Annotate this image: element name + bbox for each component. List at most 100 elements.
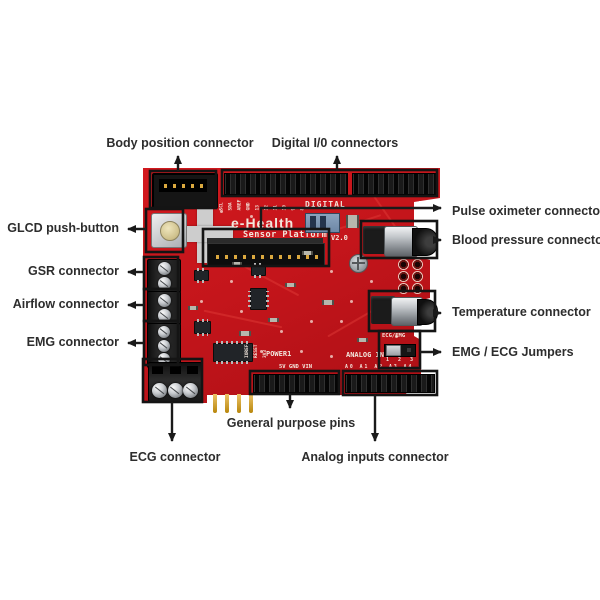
terminal-screw [183, 383, 199, 398]
button-cap [160, 221, 180, 241]
through-hole [412, 271, 423, 282]
smd-component [239, 331, 251, 336]
via [200, 300, 203, 303]
label-emg-connector: EMG connector [26, 335, 119, 349]
digital-header-left [224, 173, 348, 195]
silkscreen-brand: e-Health [231, 215, 295, 231]
terminal-screw [158, 339, 170, 352]
through-hole [412, 259, 423, 270]
terminal-screw [157, 294, 171, 307]
silkscreen-power: POWER1 [266, 350, 292, 358]
silkscreen-power-pins: 5V GND VIN [279, 364, 313, 370]
label-pulse-oximeter-connector: Pulse oximeter connector [452, 204, 600, 218]
silkscreen-jumper: ECG/EMG [382, 333, 406, 339]
via [310, 320, 313, 323]
terminal-screw [157, 309, 171, 322]
emg-ecg-jumper-header [384, 344, 416, 357]
terminal-screw [158, 325, 170, 338]
via [250, 215, 253, 218]
via [220, 210, 223, 213]
jumper-cap [386, 345, 401, 356]
via [340, 320, 343, 323]
digital-header-right [352, 173, 438, 195]
via [230, 280, 233, 283]
smd-component [322, 300, 334, 305]
silkscreen-jumper-numbers: 1 2 3 [386, 357, 417, 363]
weee-bin-icon [419, 201, 428, 213]
silkscreen-icons: ⚠ [419, 201, 439, 213]
soic-ic [194, 319, 211, 336]
label-gsr-connector: GSR connector [28, 264, 119, 278]
dcdc-module [305, 213, 340, 233]
sot-ic [194, 268, 209, 283]
silkscreen-analog-pins: A0 A1 A2 A3 A4 A5 [345, 365, 429, 370]
power-pin-label: 3V3 [263, 349, 268, 358]
terminal-screw [151, 383, 167, 398]
label-emg-ecg-jumpers: EMG / ECG Jumpers [452, 345, 574, 359]
glcd-push-button [151, 213, 187, 248]
gold-pin [225, 394, 229, 413]
label-digital-io-connectors: Digital I/0 connectors [271, 136, 399, 150]
pulse-oximeter-connector [207, 243, 325, 267]
gold-pin [213, 394, 217, 413]
via [350, 300, 353, 303]
label-airflow-connector: Airflow connector [12, 297, 119, 311]
via [280, 330, 283, 333]
terminal-screw [157, 277, 171, 290]
trimmer-pot [349, 254, 368, 273]
silkscreen-version: V2.0 [331, 234, 348, 242]
smd-component [268, 318, 279, 322]
label-general-purpose-pins: General purpose pins [226, 416, 356, 430]
through-hole [398, 283, 409, 294]
label-glcd-push-button: GLCD push-button [7, 221, 119, 235]
module-band [310, 216, 316, 230]
trimmer-slot [352, 262, 365, 264]
silkscreen-line [355, 207, 383, 209]
body-position-connector [152, 173, 218, 209]
label-analog-inputs-connector: Analog inputs connector [301, 450, 449, 464]
resistor-array [251, 263, 266, 278]
terminal-screw [167, 383, 183, 398]
label-body-position-connector: Body position connector [106, 136, 254, 150]
smd-capacitor [346, 215, 359, 228]
connector-pins [161, 184, 206, 188]
label-blood-pressure-connector: Blood pressure connector [452, 233, 600, 247]
connector-pins [213, 255, 319, 259]
label-ecg-connector: ECG connector [129, 450, 221, 464]
via [240, 310, 243, 313]
gsr-connector [147, 259, 181, 293]
airflow-connector [147, 291, 181, 325]
terminal-opening [169, 366, 181, 374]
smd-component [285, 283, 296, 287]
terminal-opening [152, 366, 163, 374]
smd-component [188, 306, 198, 310]
smd-component [232, 262, 242, 266]
via [330, 270, 333, 273]
via [260, 350, 263, 353]
smd-component [302, 251, 313, 255]
blood-pressure-jack-barrel [412, 228, 438, 256]
power-header [253, 374, 339, 393]
smd-component [357, 338, 368, 342]
temperature-jack-barrel [417, 299, 438, 325]
terminal-opening [187, 366, 198, 374]
through-hole [412, 283, 423, 294]
jumper-pin [407, 348, 411, 352]
silkscreen-digital: DIGITAL [305, 200, 346, 209]
gold-pin [237, 394, 241, 413]
via [300, 350, 303, 353]
silkscreen-analog: ANALOG IN [346, 351, 384, 359]
soic-ic [248, 288, 269, 310]
module-band [320, 216, 326, 230]
gold-pin [249, 394, 253, 413]
via [370, 280, 373, 283]
soic-ic [213, 341, 253, 364]
ecg-connector [148, 362, 202, 402]
through-hole [398, 259, 409, 270]
terminal-screw [157, 262, 171, 275]
through-hole [398, 271, 409, 282]
label-temperature-connector: Temperature connector [452, 305, 591, 319]
esd-mark-icon: ⚠ [432, 201, 440, 210]
